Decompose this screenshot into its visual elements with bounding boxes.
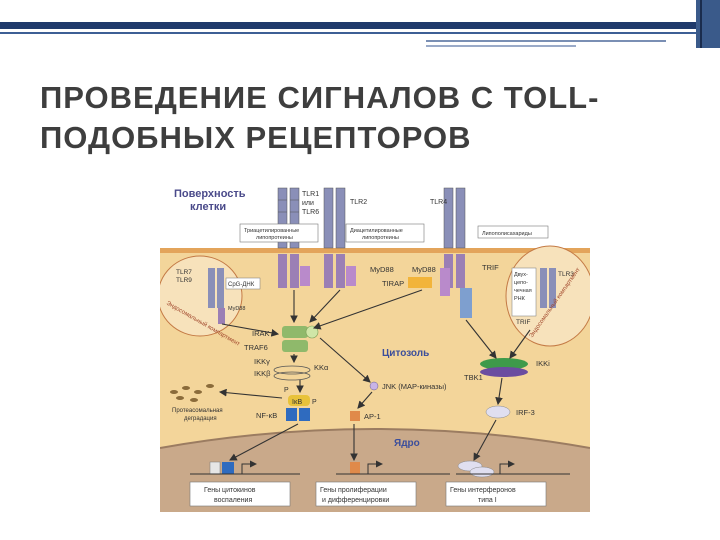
nuclear-membrane: [160, 428, 590, 449]
ikb-protein: [288, 395, 310, 406]
tirap-label: TIRAP: [382, 279, 404, 288]
nucleus-label: Ядро: [394, 438, 420, 449]
proteasome-fragments: [170, 384, 214, 402]
tlr3-label: TLR3: [558, 271, 574, 278]
dsrna-box: [511, 267, 537, 317]
signal-arrows: [218, 289, 531, 462]
slide-title: ПРОВЕДЕНИЕ СИГНАЛОВ С TOLL- ПОДОБНЫХ РЕЦ…: [40, 78, 660, 158]
dsrna-line2: цепо-: [514, 280, 528, 286]
gene-proliferation-line2: и дифференцировки: [322, 497, 389, 504]
ligand-diacyl-line2: липопротеины: [362, 235, 399, 241]
irf3-label: IRF-3: [516, 408, 535, 417]
myd88-endosome-label: MyD88: [228, 306, 245, 312]
trif-right-label: TRIF: [516, 319, 530, 326]
phospho-p1: P: [284, 387, 289, 394]
gene-proliferation-line1: Гены пролиферации: [320, 487, 387, 494]
tlr6-label: TLR6: [302, 209, 319, 216]
cell-surface-label-1: Поверхность: [174, 188, 246, 200]
tlr4-label: TLR4: [430, 199, 447, 206]
slide-header-accent-line-short: [426, 45, 576, 47]
ligand-diacyl-line1: Диацетилированные: [350, 228, 403, 234]
tlr7-label: TLR7: [176, 269, 192, 276]
cpg-dna-label: CpG-ДНК: [228, 282, 255, 288]
ikb-label: IκB: [292, 399, 302, 406]
myd88-label-a: MyD88: [370, 265, 394, 274]
ligand-box-triacyl: [239, 223, 319, 243]
ligand-lps: Липополисахариды: [482, 231, 532, 237]
ikk-gamma-label: IKKγ: [254, 357, 270, 366]
jnk-label: JNK (MAP-киназы): [382, 382, 447, 391]
ap1-label: AP-1: [364, 412, 381, 421]
ikki-protein: [480, 358, 528, 370]
gene-box-cytokines: [189, 481, 291, 507]
ligand-box-lps: [477, 225, 549, 239]
gene-interferons-line2: типа I: [478, 497, 497, 504]
tbk1-protein: [480, 367, 528, 377]
nfkb-label: NF-κB: [256, 411, 277, 420]
irf3-protein: [485, 405, 511, 419]
trif-top-label: TRIF: [482, 263, 499, 272]
ikki-label: IKKi: [536, 359, 550, 368]
proteasome-label-2: деградация: [184, 416, 217, 422]
title-line-2: ПОДОБНЫХ РЕЦЕПТОРОВ: [40, 120, 472, 155]
tlr1-label: TLR1: [302, 191, 319, 198]
ligand-triacyl-line2: липопротеины: [256, 235, 293, 241]
tlr-signaling-diagram: Поверхность клетки TLR1 или TLR6 TLR2 TL…: [160, 180, 590, 512]
dsrna-line3: чечная: [514, 288, 532, 294]
slide-top-band: [0, 0, 720, 22]
cell-surface-label-2: клетки: [190, 201, 226, 213]
myd88-label-b: MyD88: [412, 265, 436, 274]
traf6-label: TRAF6: [244, 343, 268, 352]
proteasome-label-1: Протеасомальная: [172, 408, 223, 414]
title-line-1: ПРОВЕДЕНИЕ СИГНАЛОВ С TOLL-: [40, 80, 600, 115]
dsrna-line1: Двух-: [514, 272, 528, 278]
traf6-protein: [282, 340, 308, 352]
slide-corner-rule: [700, 0, 702, 48]
nfkb-subunit-a: [286, 408, 297, 421]
tlr1-or-label: или: [302, 200, 314, 207]
ligand-box-diacyl: [345, 223, 425, 243]
ap1-in-nucleus: [350, 462, 360, 474]
cytosol-label: Цитозоль: [382, 348, 429, 359]
kka-label: KKα: [314, 363, 329, 372]
ligand-triacyl-line1: Триацетилированные: [244, 228, 299, 234]
gene-box-interferons: [445, 481, 547, 507]
slide-header-bar: [0, 22, 696, 29]
nfkb-subunit-b: [299, 408, 310, 421]
tirap-box: [408, 277, 432, 288]
tlr2-label: TLR2: [350, 199, 367, 206]
cpg-dna-box: [225, 277, 261, 290]
ikk-beta-label: IKKβ: [254, 369, 271, 378]
irak-label: IRAK: [252, 329, 270, 338]
ap1-protein: [350, 411, 360, 421]
dsrna-line4: РНК: [514, 296, 526, 302]
tbk1-label: TBK1: [464, 373, 483, 382]
slide-header-rule: [0, 32, 696, 34]
nfkb-in-nucleus: [222, 462, 234, 474]
tlr1-tlr2-receptors: [277, 187, 346, 288]
gene-interferons-line1: Гены интерферонов: [450, 487, 516, 494]
plasma-membrane: [160, 248, 590, 253]
gene-cytokines-line1: Гены цитокинов: [204, 487, 256, 494]
tlr9-label: TLR9: [176, 277, 192, 284]
gene-box-proliferation: [315, 481, 417, 507]
transcription-start-arrows: [241, 460, 515, 474]
gene-cytokines-line2: воспаления: [214, 497, 252, 504]
slide-header-accent-line: [426, 40, 666, 42]
phospho-p2: P: [312, 399, 317, 406]
irak-protein: [282, 326, 308, 338]
